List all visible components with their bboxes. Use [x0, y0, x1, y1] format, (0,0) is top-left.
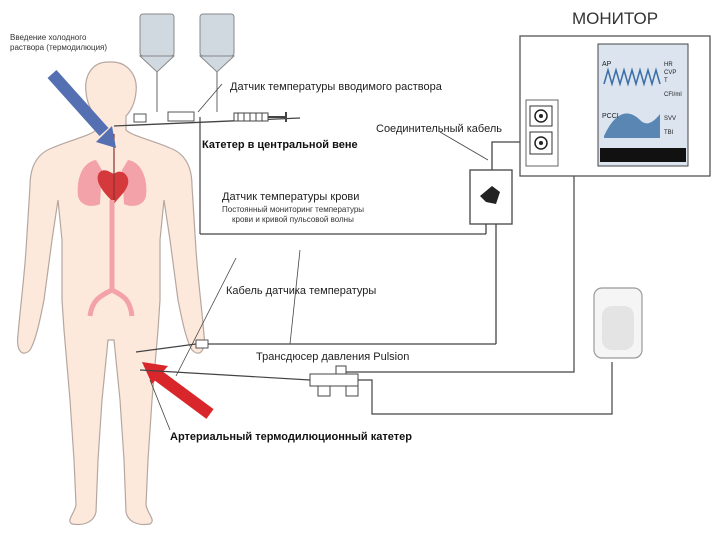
injectate-temp-sensor-label: Датчик температуры вводимого раствора: [230, 81, 443, 93]
red-arrow-icon: [142, 362, 214, 419]
pressure-transducer-label: Трансдюсер давления Pulsion: [256, 351, 409, 363]
screen-t-label: T: [664, 78, 668, 84]
iv-bag-right: [198, 13, 236, 112]
blood-temp-sensor-label: Датчик температуры крови: [222, 191, 359, 203]
continuous-monitoring-label-1: Постоянный мониторинг температуры: [222, 205, 364, 214]
organs: [77, 134, 147, 317]
central-venous-line: [113, 111, 486, 235]
heart: [97, 170, 129, 204]
leader-lines: [149, 83, 489, 431]
cold-injection-label-2: раствора (термодилюция): [10, 43, 107, 52]
temp-sensor-cable: [135, 339, 496, 353]
blue-arrow-icon: [47, 69, 116, 148]
screen-hr-label: HR: [664, 62, 673, 68]
screen-ap-label: AP: [602, 61, 612, 68]
connecting-cable-label: Соединительный кабель: [376, 123, 502, 135]
central-venous-catheter-label: Катетер в центральной вене: [202, 139, 358, 151]
arterial-catheter-label: Артериальный термодилюционный катетер: [170, 431, 412, 443]
pressure-bag: [593, 287, 643, 359]
left-lung: [77, 160, 102, 206]
screen-tbi-label: TBI: [664, 130, 674, 136]
cold-injection-label-1: Введение холодного: [10, 33, 87, 42]
right-lung: [122, 160, 147, 206]
iv-bag-left: [138, 13, 176, 112]
continuous-monitoring-label-2: крови и кривой пульсовой волны: [232, 215, 354, 224]
monitor: [519, 35, 711, 177]
screen-cvp-label: CVP: [664, 70, 676, 76]
aorta: [87, 200, 135, 317]
screen-svv-label: SVV: [664, 116, 676, 122]
screen-cfi-label: CFI/ml: [664, 92, 682, 98]
temp-sensor-cable-label: Кабель датчика температуры: [226, 285, 376, 297]
monitor-title: МОНИТОР: [572, 9, 658, 28]
syringe-icon: [233, 112, 287, 122]
screen-pcci-label: PCCI: [602, 113, 619, 120]
